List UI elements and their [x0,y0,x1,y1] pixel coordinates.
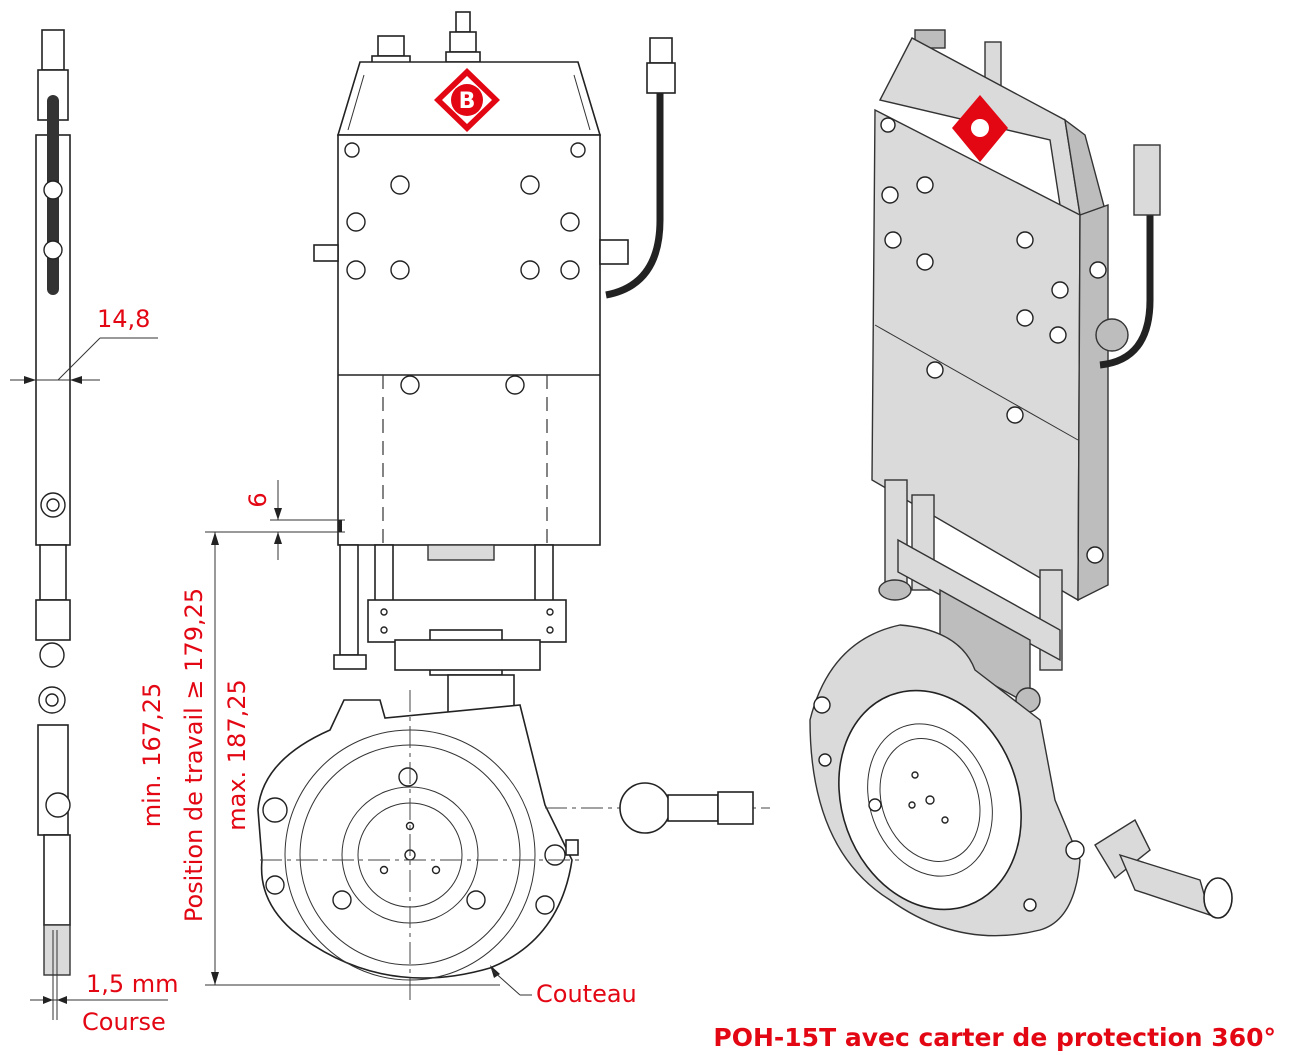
side-view [35,29,71,1012]
blade-label: Couteau [536,980,637,1008]
dimension-max-label: max. 187,25 [223,679,251,831]
front-view: B [257,11,770,1000]
brand-logo-letter: B [459,89,476,114]
dimension-working-label: Position de travail ≥ 179,25 [180,588,208,922]
dimension-stroke-value: 1,5 mm [86,970,179,998]
brand-logo-perspective [952,95,1008,162]
dimension-stroke-label: Course [82,1008,166,1036]
dimension-width-label: 14,8 [97,305,150,333]
screw-pattern [344,142,586,395]
figure-caption: POH-15T avec carter de protection 360° [713,1023,1276,1052]
dimension-vertical: min. 167,25 Position de travail ≥ 179,25… [138,532,500,986]
brand-logo: B [434,68,500,132]
blade-callout: Couteau [490,965,637,1008]
dimension-width: 14,8 [10,305,158,384]
dimension-stroke: 1,5 mm Course [30,970,179,1036]
dimension-gap: 6 [205,480,345,560]
dimension-gap-label: 6 [244,492,272,507]
dimension-min-label: min. 167,25 [138,683,166,828]
perspective-view [809,29,1233,937]
